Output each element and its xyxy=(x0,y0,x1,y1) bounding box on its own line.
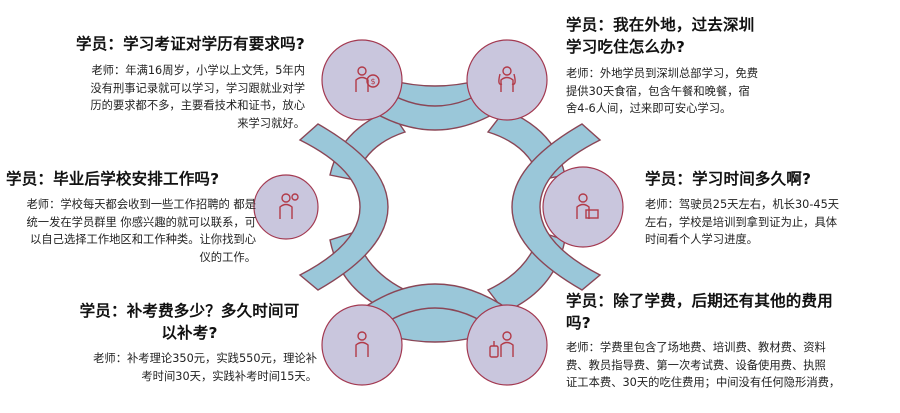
question-mid-left: 学员：毕业后学校安排工作吗? xyxy=(6,170,220,188)
answer-line: 老师：补考理论350元，实践550元，理论补 xyxy=(93,352,317,365)
question-bottom-right: 学员：除了学费，后期还有其他的费用 吗? xyxy=(566,290,866,334)
answer-mid-left: 老师：学校每天都会收到一些工作招聘的 都是 统一发在学员群里 你感兴趣的就可以联… xyxy=(6,196,256,266)
person-standing-icon xyxy=(355,331,369,357)
answer-line: 费、教员指导费、第一次考试费、设备使用费、执照 xyxy=(566,358,826,372)
answer-line: 考时间30天，实践补考时间15天。 xyxy=(141,369,317,383)
person-dollar-icon: $ xyxy=(355,66,380,92)
answer-bottom-right: 老师：学费里包含了场地费、培训费、教材费、资料 费、教员指导费、第一次考试费、设… xyxy=(566,339,866,392)
circle-background xyxy=(253,174,319,240)
question-line: 学员：除了学费，后期还有其他的费用 xyxy=(566,292,833,310)
faq-mid-right: 学员：学习时间多久啊? 老师：驾驶员25天左右，机长30-45天 左右，学校是培… xyxy=(645,168,875,249)
icon-circle xyxy=(253,174,319,240)
answer-line: 老师：年满16周岁，小学以上文凭，5年内 xyxy=(91,64,305,77)
question-top-left: 学员：学习考证对学历有要求吗? xyxy=(76,35,305,53)
answer-line: 老师：外地学员到深圳总部学习，免费 xyxy=(566,67,759,80)
icon-circle xyxy=(466,39,548,121)
ring-segment xyxy=(511,123,602,291)
answer-line: 老师：驾驶员25天左右，机长30-45天 xyxy=(645,198,840,211)
question-line: 以补考? xyxy=(161,324,218,342)
faq-top-right: 学员：我在外地，过去深圳 学习吃住怎么办? 老师：外地学员到深圳总部学习，免费 … xyxy=(566,14,786,118)
faq-mid-left: 学员：毕业后学校安排工作吗? 老师：学校每天都会收到一些工作招聘的 都是 统一发… xyxy=(6,168,256,266)
faq-bottom-left: 学员：补考费多少？多久时间可 以补考? 老师：补考理论350元，实践550元，理… xyxy=(62,300,317,385)
icon-circle xyxy=(466,304,548,386)
faq-top-left: 学员：学习考证对学历有要求吗? 老师：年满16周岁，小学以上文凭，5年内 没有刑… xyxy=(30,33,305,132)
person-laptop-icon xyxy=(576,193,599,219)
answer-top-right: 老师：外地学员到深圳总部学习，免费 提供30天食宿，包含午餐和晚餐，宿 舍4-6… xyxy=(566,65,786,118)
answer-line: 老师：学校每天都会收到一些工作招聘的 都是 xyxy=(26,198,256,211)
icon-circle xyxy=(542,166,624,248)
question-line: 学习吃住怎么办? xyxy=(566,38,686,56)
question-line: 学员：我在外地，过去深圳 xyxy=(566,16,755,34)
svg-text:$: $ xyxy=(370,77,375,86)
ring-segments xyxy=(298,79,602,343)
answer-line: 没有刑事记录就可以学习，学习跟就业对学 xyxy=(90,81,305,95)
question-top-right: 学员：我在外地，过去深圳 学习吃住怎么办? xyxy=(566,14,786,58)
circle-background xyxy=(321,39,403,121)
answer-line: 舍4-6人间，过来即可安心学习。 xyxy=(566,102,732,115)
icon-circle: $ xyxy=(321,39,403,121)
traveler-luggage-icon xyxy=(489,331,514,358)
answer-top-left: 老师：年满16周岁，小学以上文凭，5年内 没有刑事记录就可以学习，学习跟就业对学… xyxy=(30,62,305,132)
question-line: 吗? xyxy=(566,314,591,332)
circle-background xyxy=(321,304,403,386)
person-idea-icon xyxy=(279,193,299,219)
circle-background xyxy=(542,166,624,248)
answer-bottom-left: 老师：补考理论350元，实践550元，理论补 考时间30天，实践补考时间15天。 xyxy=(62,350,317,385)
answer-line: 历的要求都不多，主要看技术和证书，放心 xyxy=(90,99,305,112)
answer-line: 仪的工作。 xyxy=(199,250,257,264)
faq-bottom-right: 学员：除了学费，后期还有其他的费用 吗? 老师：学费里包含了场地费、培训费、教材… xyxy=(566,290,866,392)
question-line: 学员：补考费多少？多久时间可 xyxy=(79,302,300,320)
icon-circle xyxy=(321,304,403,386)
answer-line: 统一发在学员群里 你感兴趣的就可以联系，可 xyxy=(26,215,256,229)
answer-line: 时间看个人学习进度。 xyxy=(645,233,758,246)
circle-background xyxy=(466,39,548,121)
answer-line: 以自己选择工作地区和工作种类。让你找到心 xyxy=(30,233,256,246)
answer-line: 提供30天食宿，包含午餐和晚餐，宿 xyxy=(566,84,750,98)
ring-segment xyxy=(298,123,389,291)
answer-line: 老师：学费里包含了场地费、培训费、教材费、资料 xyxy=(566,341,826,354)
answer-line: 左右，学校是培训到拿到证为止，具体 xyxy=(645,215,838,229)
question-mid-right: 学员：学习时间多久啊? xyxy=(645,170,812,188)
question-bottom-left: 学员：补考费多少？多久时间可 以补考? xyxy=(62,300,317,344)
icon-circles: $ xyxy=(253,39,624,386)
answer-mid-right: 老师：驾驶员25天左右，机长30-45天 左右，学校是培训到拿到证为止，具体 时… xyxy=(645,196,875,249)
woman-avatar-icon xyxy=(498,66,516,92)
answer-line: 证工本费、30天的吃住费用；中间没有任何隐形消费， xyxy=(566,376,841,389)
circle-background xyxy=(466,304,548,386)
answer-line: 来学习就好。 xyxy=(237,116,305,130)
